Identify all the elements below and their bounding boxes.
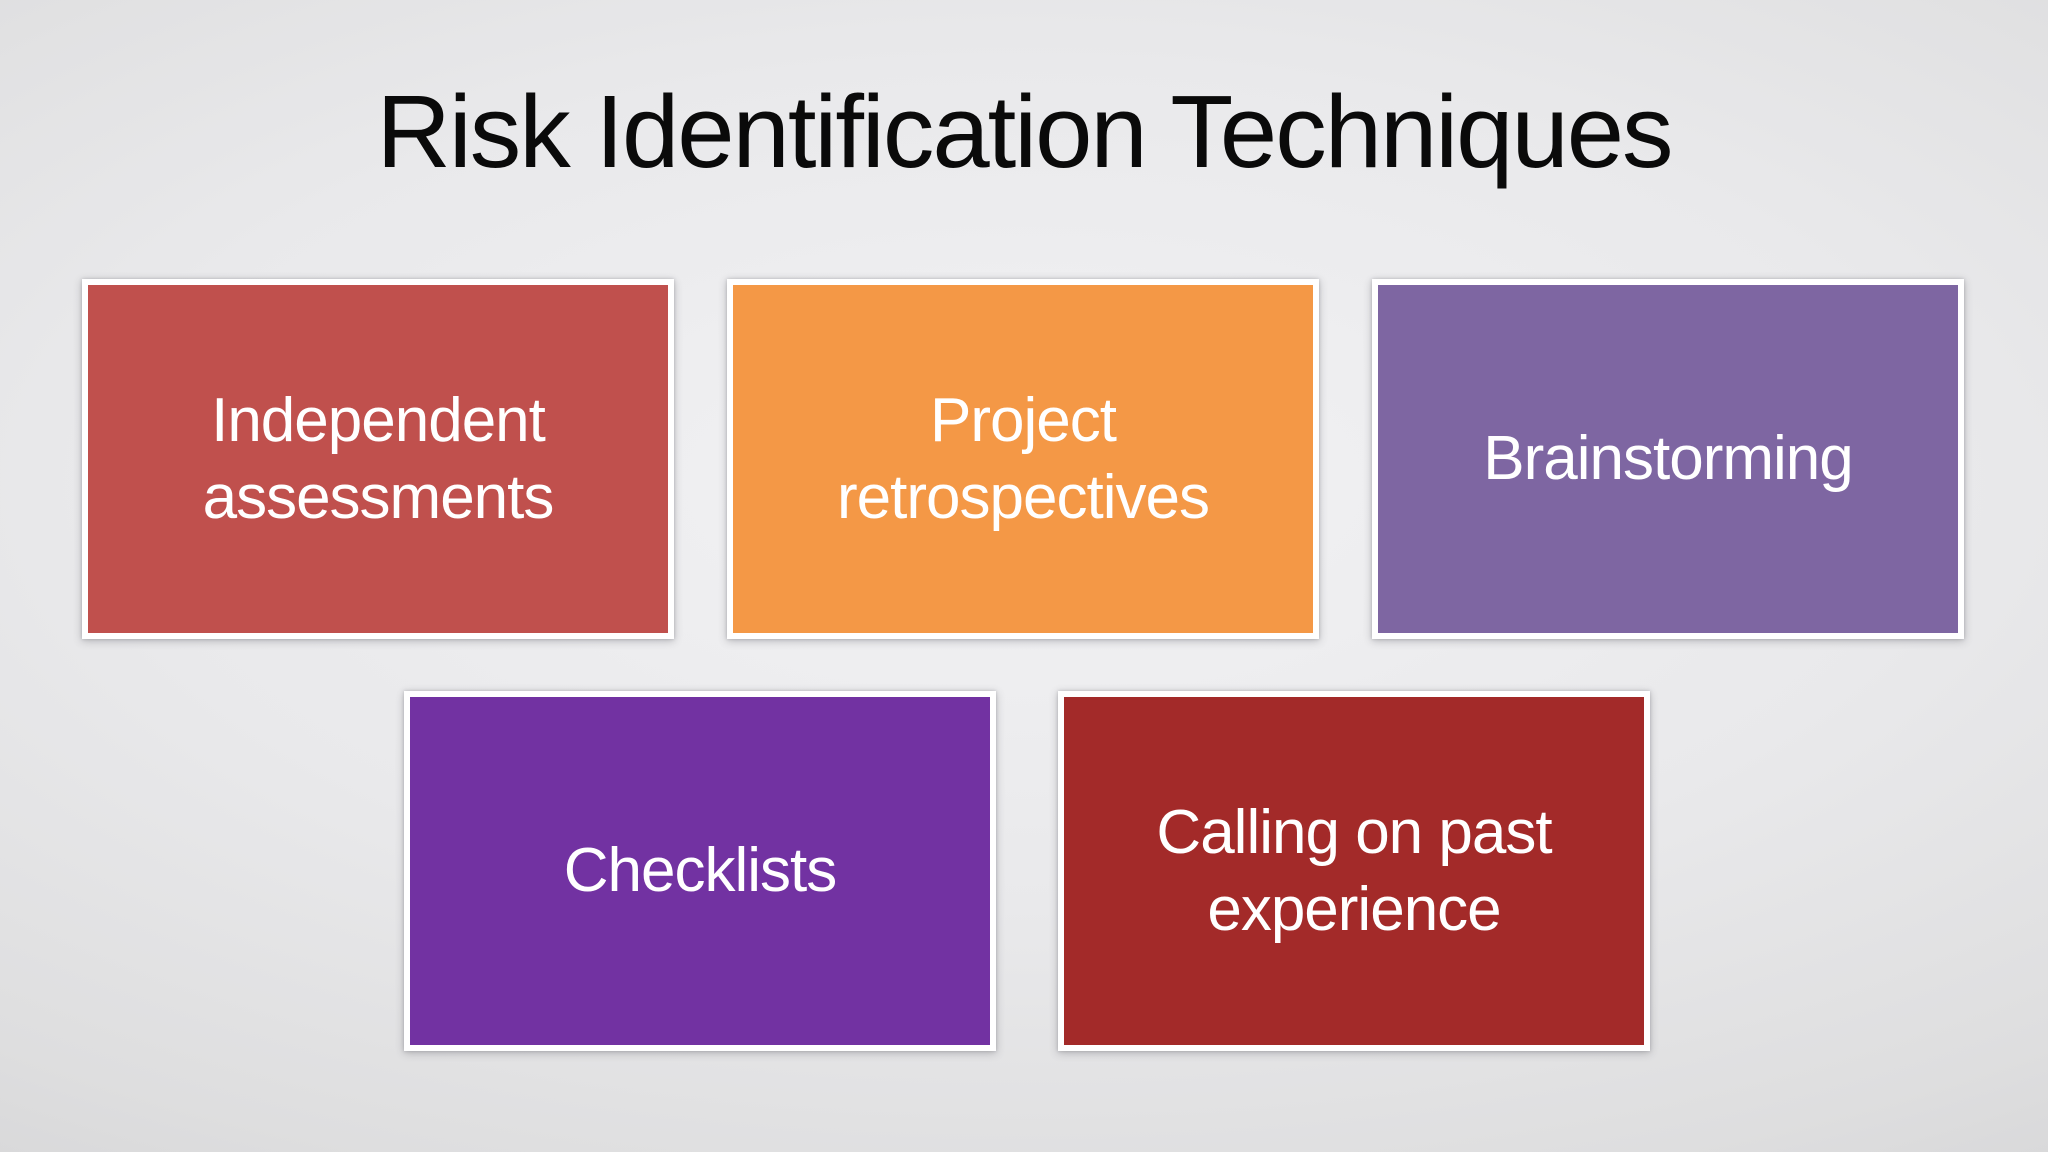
- technique-box-independent-assessments: Independent assessments: [82, 279, 674, 639]
- technique-box-label: Calling on past experience: [1156, 797, 1552, 945]
- slide-title: Risk Identification Techniques: [376, 74, 1673, 189]
- technique-box-checklists: Checklists: [404, 691, 996, 1051]
- technique-box-label: Independent assessments: [202, 385, 555, 533]
- technique-box-brainstorming: Brainstorming: [1372, 279, 1964, 639]
- technique-box-project-retrospectives: Project retrospectives: [727, 279, 1319, 639]
- technique-box-label: Brainstorming: [1483, 424, 1853, 494]
- technique-box-label: Project retrospectives: [837, 385, 1210, 533]
- technique-box-calling-on-past-experience: Calling on past experience: [1058, 691, 1650, 1051]
- technique-box-label: Checklists: [563, 836, 838, 906]
